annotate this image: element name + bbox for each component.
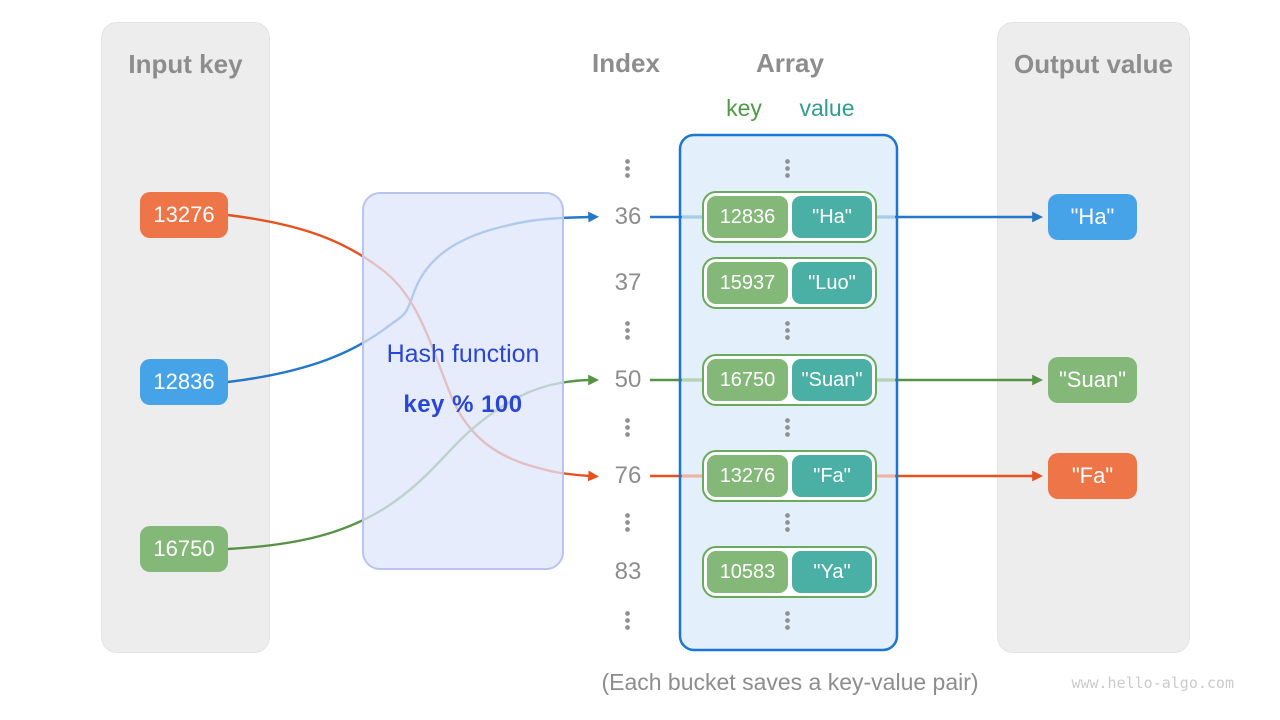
input-key-13276: 13276 <box>140 192 228 238</box>
watermark: www.hello-algo.com <box>1071 674 1234 692</box>
output-value-title: Output value <box>1014 49 1173 79</box>
ellipsis-icon <box>625 610 630 631</box>
ellipsis-icon <box>785 610 790 631</box>
bucket-row-83: 10583 "Ya" <box>702 546 877 598</box>
output-value-fa: "Fa" <box>1048 453 1137 499</box>
index-36: 36 <box>614 203 642 230</box>
bucket-key: 15937 <box>707 262 788 304</box>
ellipsis-icon <box>785 320 790 341</box>
ellipsis-icon <box>785 512 790 533</box>
ellipsis-icon <box>625 512 630 533</box>
index-37: 37 <box>614 269 642 296</box>
ellipsis-icon <box>785 158 790 179</box>
input-key-12836: 12836 <box>140 359 228 405</box>
index-50: 50 <box>614 366 642 393</box>
caption: (Each bucket saves a key-value pair) <box>601 669 979 695</box>
ellipsis-icon <box>625 417 630 438</box>
bucket-value: "Ya" <box>792 551 872 593</box>
value-column-label: value <box>799 95 855 121</box>
bucket-row-50: 16750 "Suan" <box>702 354 877 406</box>
input-key-16750: 16750 <box>140 526 228 572</box>
array-header: Array <box>756 48 824 78</box>
bucket-value: "Fa" <box>792 455 872 497</box>
bucket-row-76: 13276 "Fa" <box>702 450 877 502</box>
bucket-key: 10583 <box>707 551 788 593</box>
index-76: 76 <box>614 462 642 489</box>
ellipsis-icon <box>625 320 630 341</box>
bucket-value: "Luo" <box>792 262 872 304</box>
hash-formula: key % 100 <box>403 391 523 418</box>
bucket-key: 12836 <box>707 196 788 238</box>
index-header: Index <box>592 48 660 78</box>
bucket-row-37: 15937 "Luo" <box>702 257 877 309</box>
bucket-value: "Suan" <box>792 359 872 401</box>
ellipsis-icon <box>625 158 630 179</box>
hash-function-label: Hash function <box>386 340 540 368</box>
hash-function-box: Hash function key % 100 <box>362 192 564 570</box>
input-key-title: Input key <box>128 49 243 79</box>
key-column-label: key <box>726 95 762 121</box>
output-value-panel: Output value <box>997 22 1190 653</box>
bucket-row-36: 12836 "Ha" <box>702 191 877 243</box>
index-83: 83 <box>614 558 642 585</box>
bucket-value: "Ha" <box>792 196 872 238</box>
bucket-key: 13276 <box>707 455 788 497</box>
output-value-ha: "Ha" <box>1048 194 1137 240</box>
ellipsis-icon <box>785 417 790 438</box>
bucket-key: 16750 <box>707 359 788 401</box>
output-value-suan: "Suan" <box>1048 357 1137 403</box>
